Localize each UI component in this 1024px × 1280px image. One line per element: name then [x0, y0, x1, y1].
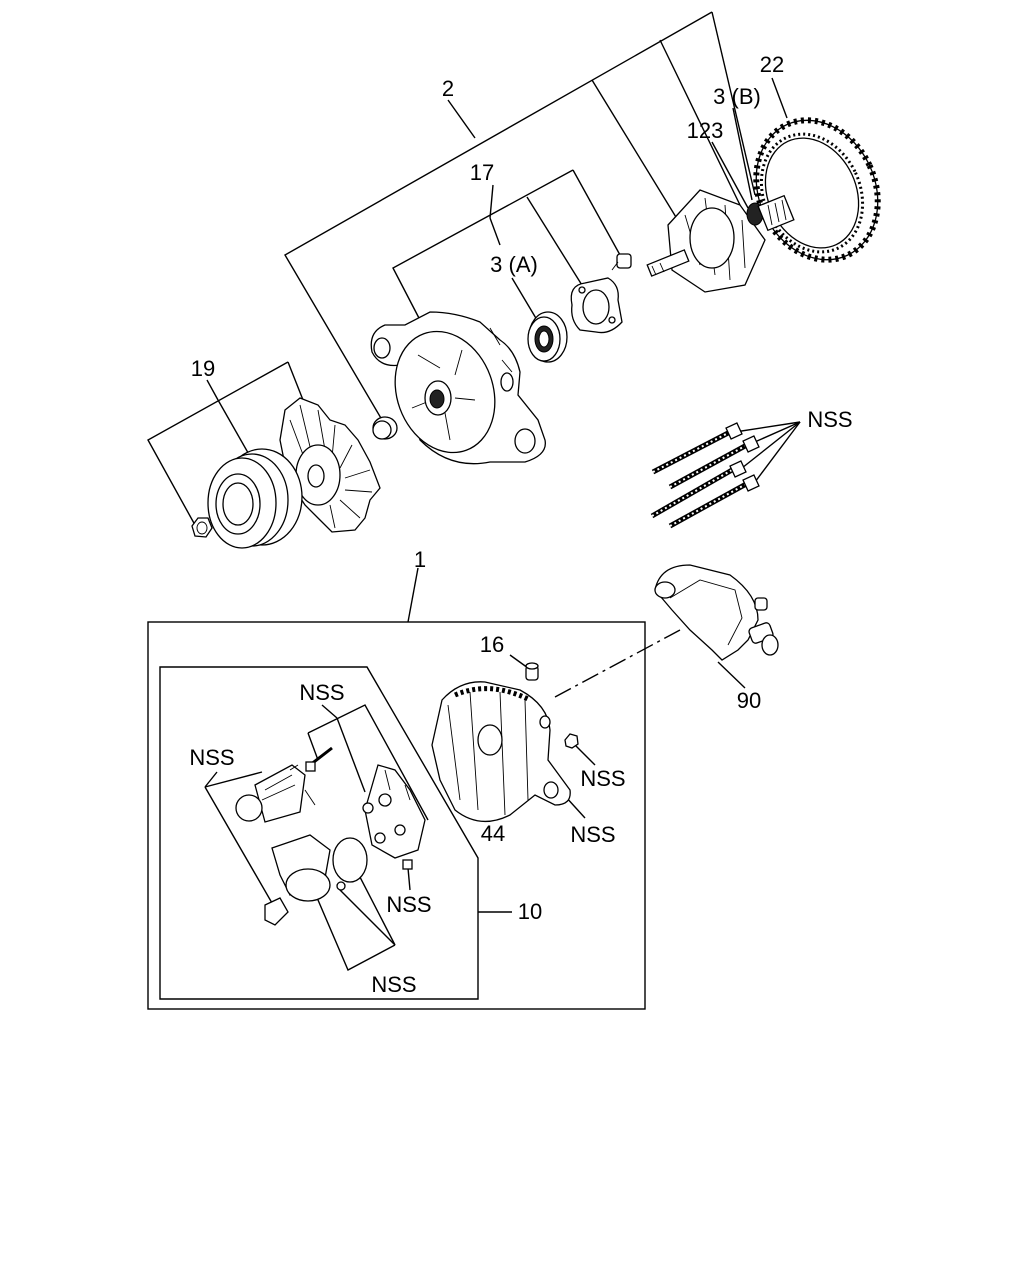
- screw-16: [525, 662, 539, 681]
- assembly-box: [147, 621, 646, 1010]
- callout-nss-regulator: NSS: [189, 745, 234, 770]
- spacer-collar: [372, 416, 398, 440]
- callout-1: 1: [414, 547, 426, 572]
- small-screw: [402, 859, 413, 870]
- pulley: [207, 448, 303, 549]
- callout-labels: 2 17 3 (A) 3 (B) 123 22 19 NSS 1 16 90 N…: [189, 52, 852, 997]
- ic-regulator: [235, 764, 316, 823]
- callout-10: 10: [518, 899, 542, 924]
- callout-19: 19: [191, 356, 215, 381]
- bearing-3a: [527, 311, 568, 363]
- callout-17: 17: [470, 160, 494, 185]
- callout-22: 22: [760, 52, 784, 77]
- callout-44: 44: [481, 821, 505, 846]
- pulley-nut: [191, 517, 213, 538]
- regulator-screw: [305, 746, 333, 772]
- rotor: [646, 189, 795, 293]
- sub-assembly-box: [159, 666, 479, 1000]
- callout-nss-screw: NSS: [386, 892, 431, 917]
- terminal-holder: [264, 834, 331, 926]
- callout-123: 123: [687, 118, 724, 143]
- screw-17: [611, 253, 632, 271]
- fan: [279, 397, 381, 533]
- callout-nss-nut: NSS: [580, 766, 625, 791]
- rear-cover: [654, 564, 779, 661]
- brush-holder: [362, 764, 426, 859]
- small-washer: [336, 881, 346, 891]
- callout-3a: 3 (A): [490, 252, 538, 277]
- callout-nss-holder: NSS: [371, 972, 416, 997]
- drive-end-frame: [370, 311, 546, 465]
- callout-nss-frame: NSS: [570, 822, 615, 847]
- callout-2: 2: [442, 76, 454, 101]
- through-bolts: [650, 422, 760, 529]
- rectifier-end-frame: [431, 681, 571, 822]
- callout-16: 16: [480, 632, 504, 657]
- snap-ring: [332, 837, 368, 883]
- callout-nss-reg-screw: NSS: [299, 680, 344, 705]
- retainer-plate: [570, 277, 623, 334]
- nss-nut: [564, 733, 579, 749]
- callout-nss-bolts: NSS: [807, 407, 852, 432]
- callout-3b: 3 (B): [713, 84, 761, 109]
- leader-lines: [147, 11, 801, 971]
- callout-90: 90: [737, 688, 761, 713]
